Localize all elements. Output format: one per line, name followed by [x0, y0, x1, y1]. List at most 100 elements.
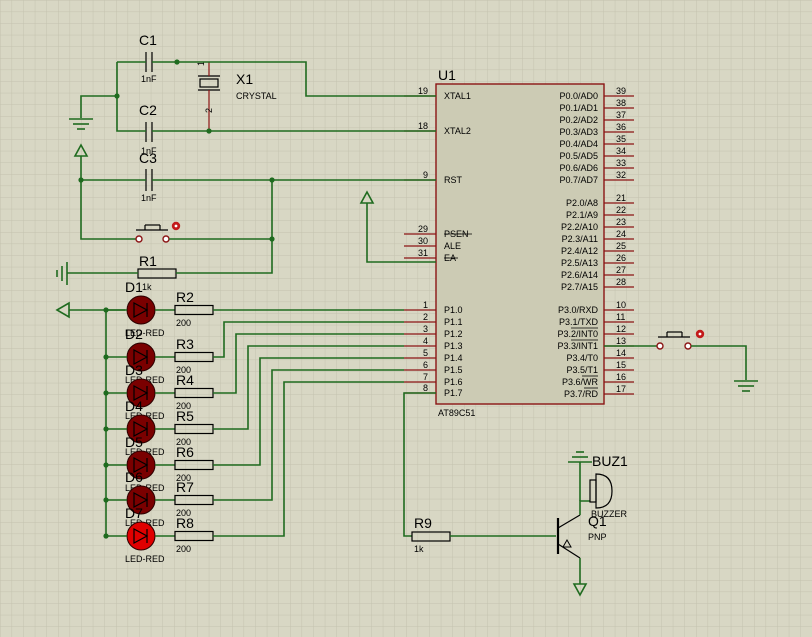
r1-value: 1k — [142, 282, 152, 292]
pin-name: RST — [444, 175, 463, 185]
buz1-ref: BUZ1 — [592, 453, 628, 469]
pin-number: 6 — [423, 360, 428, 370]
pin-name: P1.1 — [444, 317, 463, 327]
resistor-ref: R7 — [176, 479, 194, 495]
crystal-x1[interactable]: 1 2 X1 CRYSTAL — [196, 61, 277, 131]
resistor-value: 200 — [176, 365, 191, 375]
pin-number: 9 — [423, 170, 428, 180]
pin-number: 22 — [616, 205, 626, 215]
ground-symbol-int1 — [734, 380, 758, 392]
resistor-ref: R2 — [176, 289, 194, 305]
c2-ref: C2 — [139, 102, 157, 118]
resistor-value: 200 — [176, 473, 191, 483]
pin-name: P2.5/A13 — [561, 258, 598, 268]
pin-number: 18 — [418, 121, 428, 131]
ground-symbol-buzzer — [568, 451, 592, 469]
buzzer-buz1[interactable]: BUZ1 BUZZER — [589, 453, 628, 519]
resistor-ref: R3 — [176, 336, 194, 352]
pin-number: 31 — [418, 248, 428, 258]
int1-pushbutton[interactable] — [604, 329, 758, 392]
reset-pushbutton[interactable] — [135, 221, 181, 243]
pin-name: P3.0/RXD — [558, 305, 599, 315]
pin-number: 30 — [418, 236, 428, 246]
ground-arrow-q1 — [572, 583, 588, 597]
pin-number: 27 — [616, 265, 626, 275]
x1-pin1: 1 — [196, 61, 206, 66]
pin-number: 11 — [616, 312, 625, 322]
pin-number: 35 — [616, 134, 626, 144]
c2-value: 1nF — [141, 146, 157, 156]
pin-name: P0.4/AD4 — [559, 139, 598, 149]
c1-value: 1nF — [141, 74, 157, 84]
pin-number: 13 — [616, 336, 626, 346]
pin-name: P2.3/A11 — [562, 234, 598, 244]
mcu-part-label: AT89C51 — [438, 408, 475, 418]
pin-number: 34 — [616, 146, 626, 156]
q1-value: PNP — [588, 532, 607, 542]
resistor-ref: R8 — [176, 515, 194, 531]
led-ref: D3 — [125, 362, 143, 378]
mcu-ref-label: U1 — [438, 67, 456, 83]
transistor-q1[interactable]: Q1 PNP — [556, 513, 607, 559]
pin-number: 10 — [616, 300, 626, 310]
pin-number: 5 — [423, 348, 428, 358]
pin-name: P1.7 — [444, 388, 463, 398]
led-value: LED-RED — [125, 554, 165, 564]
pin-name: P0.2/AD2 — [559, 115, 598, 125]
pin-name: P3.3/INT1 — [557, 341, 598, 351]
resistor-r3[interactable]: R3 200 — [155, 321, 404, 375]
oscillator-section: C1 1nF C2 1nF 1 2 X1 CRYSTAL — [69, 32, 436, 156]
resistor-value: 200 — [176, 437, 191, 447]
pin-number: 15 — [616, 360, 626, 370]
pin-name: XTAL1 — [444, 91, 471, 101]
pin-number: 17 — [616, 384, 626, 394]
pin-number: 14 — [616, 348, 626, 358]
resistor-r8[interactable]: R8 200 — [155, 381, 404, 554]
pin-name: P1.3 — [444, 341, 463, 351]
c1-ref: C1 — [139, 32, 157, 48]
capacitor-c2[interactable]: C2 1nF — [139, 102, 157, 156]
led-ref: D7 — [125, 505, 143, 521]
pin-number: 38 — [616, 98, 626, 108]
ea-supply — [359, 190, 436, 263]
